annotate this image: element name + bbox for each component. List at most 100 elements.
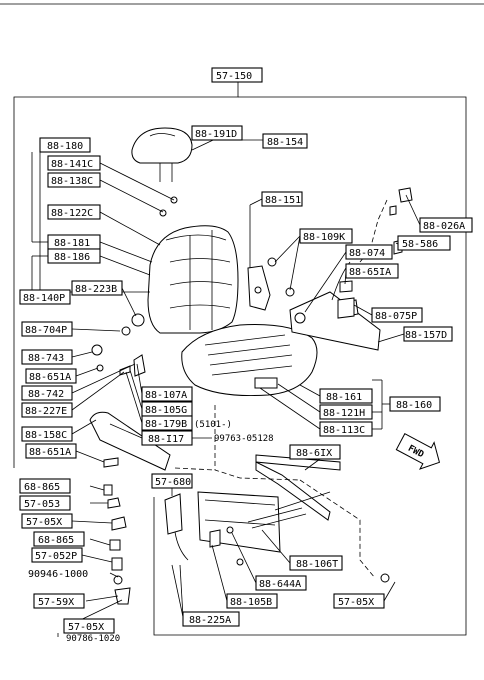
svg-text:88-141C: 88-141C xyxy=(51,159,93,170)
seat-back-drawing xyxy=(147,225,239,334)
text-90786-1020: 90786-1020 xyxy=(66,634,120,644)
svg-text:88-075P: 88-075P xyxy=(375,311,417,322)
assembly-outline-left xyxy=(13,82,239,468)
label-88-742[interactable]: 88-742 xyxy=(21,385,73,401)
svg-text:88-181: 88-181 xyxy=(54,238,90,249)
label-57-150[interactable]: 57-150 xyxy=(211,67,263,83)
label-57-59X[interactable]: 57-59X xyxy=(33,593,85,609)
hardware-drawing xyxy=(89,187,413,605)
text-5101: (5101-) xyxy=(194,420,232,430)
svg-text:57-05X: 57-05X xyxy=(26,517,62,528)
label-88-651A[interactable]: 88-651A xyxy=(25,368,77,384)
label-88-161[interactable]: 88-161 xyxy=(319,388,373,404)
svg-text:88-160: 88-160 xyxy=(396,400,432,411)
label-57-052P[interactable]: 57-052P xyxy=(31,547,83,563)
svg-text:88-65IA: 88-65IA xyxy=(349,267,391,278)
label-88-223B[interactable]: 88-223B xyxy=(71,280,123,296)
label-88-105G[interactable]: 88-105G xyxy=(141,401,193,417)
svg-text:57-59X: 57-59X xyxy=(38,597,74,608)
label-88-106T[interactable]: 88-106T xyxy=(289,555,343,571)
svg-text:88-186: 88-186 xyxy=(54,252,90,263)
headrest-drawing xyxy=(131,127,193,182)
svg-text:88-122C: 88-122C xyxy=(51,208,93,219)
label-88-140P[interactable]: 88-140P xyxy=(19,289,71,305)
seat-cushion-drawing xyxy=(181,324,318,397)
label-57-05X[interactable]: 57-05X xyxy=(21,513,73,529)
label-88-154[interactable]: 88-154 xyxy=(262,133,308,149)
label-88-117[interactable]: 88-I17 xyxy=(141,430,193,446)
label-88-6IX[interactable]: 88-6IX xyxy=(289,444,341,460)
svg-text:88-743: 88-743 xyxy=(28,353,64,364)
label-88-186[interactable]: 88-186 xyxy=(47,248,101,264)
label-88-179B[interactable]: 88-179B xyxy=(141,415,193,431)
svg-text:88-154: 88-154 xyxy=(267,137,303,148)
svg-text:88-644A: 88-644A xyxy=(259,579,301,590)
label-88-107A[interactable]: 88-107A xyxy=(141,386,193,402)
svg-text:88-113C: 88-113C xyxy=(323,425,365,436)
label-57-680[interactable]: 57-680 xyxy=(151,473,193,489)
text-90946-1000: 90946-1000 xyxy=(28,569,88,580)
label-88-141C[interactable]: 88-141C xyxy=(47,155,101,171)
label-88-121H[interactable]: 88-121H xyxy=(319,404,373,420)
label-88-160[interactable]: 88-160 xyxy=(389,396,441,412)
svg-text:88-179B: 88-179B xyxy=(145,419,187,430)
label-88-074[interactable]: 88-074 xyxy=(345,244,393,260)
label-88-704P[interactable]: 88-704P xyxy=(21,321,73,337)
fwd-arrow: FWD xyxy=(395,433,441,470)
label-88-109K[interactable]: 88-109K xyxy=(299,228,353,244)
label-57-05X-right[interactable]: 57-05X xyxy=(333,593,385,609)
label-88-651A-lower[interactable]: 88-651A xyxy=(25,443,77,459)
harness-dashed-2 xyxy=(174,467,216,471)
svg-text:88-6IX: 88-6IX xyxy=(296,448,332,459)
svg-text:88-107A: 88-107A xyxy=(145,390,187,401)
svg-text:88-704P: 88-704P xyxy=(25,325,67,336)
svg-text:88-151: 88-151 xyxy=(265,195,301,206)
label-88-158C[interactable]: 88-158C xyxy=(21,426,73,442)
label-88-227E[interactable]: 88-227E xyxy=(21,402,73,418)
svg-text:88-651A: 88-651A xyxy=(29,372,71,383)
svg-text:88-138C: 88-138C xyxy=(51,176,93,187)
svg-text:88-I17: 88-I17 xyxy=(148,434,184,445)
label-88-113C[interactable]: 88-113C xyxy=(319,421,373,437)
svg-text:88-109K: 88-109K xyxy=(303,232,345,243)
svg-text:68-865: 68-865 xyxy=(38,535,74,546)
label-57-053[interactable]: 57-053 xyxy=(19,495,71,511)
svg-text:88-742: 88-742 xyxy=(28,389,64,400)
label-88-743[interactable]: 88-743 xyxy=(21,349,73,365)
svg-text:88-225A: 88-225A xyxy=(189,615,231,626)
svg-text:88-106T: 88-106T xyxy=(296,559,338,570)
svg-text:88-121H: 88-121H xyxy=(323,408,365,419)
label-88-105B[interactable]: 88-105B xyxy=(226,593,278,609)
assembly-outline-right xyxy=(153,96,467,636)
svg-text:57-05X: 57-05X xyxy=(338,597,374,608)
svg-text:88-651A: 88-651A xyxy=(29,447,71,458)
label-58-586[interactable]: 58-586 xyxy=(397,235,451,251)
label-88-151[interactable]: 88-151 xyxy=(261,191,303,207)
label-88-225A[interactable]: 88-225A xyxy=(182,611,240,627)
label-88-644A[interactable]: 88-644A xyxy=(255,575,307,591)
label-88-180[interactable]: 88-180 xyxy=(39,137,91,153)
svg-text:88-105B: 88-105B xyxy=(230,597,272,608)
label-88-075P[interactable]: 88-075P xyxy=(371,307,423,323)
part-labels: 57-150 88-191D 88-154 88-180 88-141C 88-… xyxy=(19,67,473,644)
label-88-65IA[interactable]: 88-65IA xyxy=(345,263,399,279)
label-88-157D[interactable]: 88-157D xyxy=(403,326,453,342)
label-88-026A[interactable]: 88-026A xyxy=(419,217,473,233)
label-68-865-lower[interactable]: 68-865 xyxy=(33,531,85,547)
leader-lines xyxy=(31,132,421,637)
label-57-05X-lower[interactable]: 57-05X xyxy=(63,618,115,634)
label-68-865[interactable]: 68-865 xyxy=(19,478,71,494)
text-99763-05128: 99763-05128 xyxy=(214,434,274,444)
svg-text:57-150: 57-150 xyxy=(216,71,252,82)
label-88-138C[interactable]: 88-138C xyxy=(47,172,101,188)
label-88-191D[interactable]: 88-191D xyxy=(191,125,243,141)
harness-dashed-1 xyxy=(214,405,301,481)
svg-text:88-223B: 88-223B xyxy=(75,284,117,295)
label-88-122C[interactable]: 88-122C xyxy=(47,204,101,220)
svg-text:88-161: 88-161 xyxy=(326,392,362,403)
label-88-181[interactable]: 88-181 xyxy=(47,234,101,250)
svg-text:88-191D: 88-191D xyxy=(195,129,237,140)
svg-text:57-053: 57-053 xyxy=(24,499,60,510)
svg-text:88-105G: 88-105G xyxy=(145,405,187,416)
